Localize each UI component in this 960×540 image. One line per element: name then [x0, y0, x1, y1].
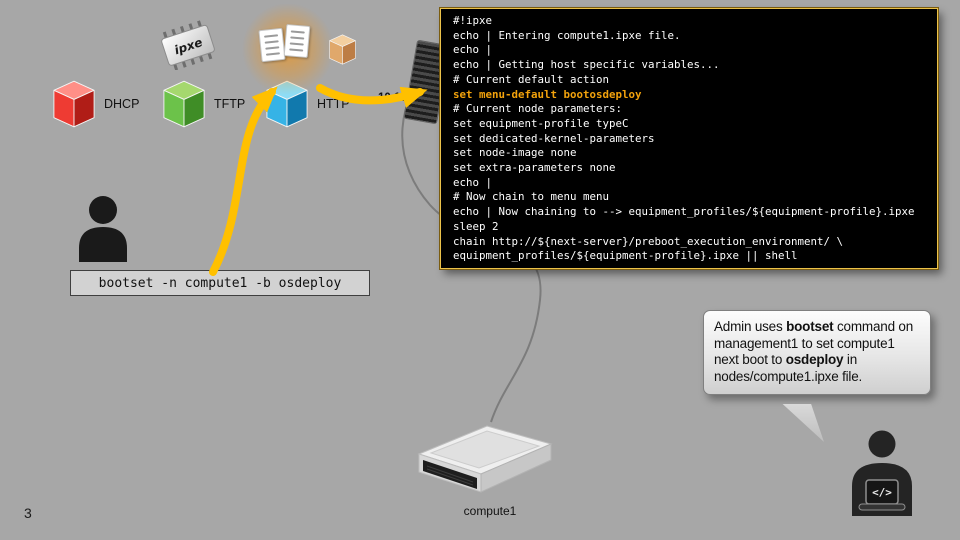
code-glyph: </>: [872, 486, 892, 499]
service-dhcp: DHCP: [53, 80, 139, 128]
page-number: 3: [24, 505, 32, 521]
service-dhcp-label: DHCP: [104, 97, 140, 111]
speech-bubble: Admin uses bootset command on management…: [703, 310, 931, 395]
admin-person-icon: [79, 196, 127, 262]
service-http-label: HTTP: [317, 97, 350, 111]
compute1-label: compute1: [463, 504, 517, 518]
speech-bubble-text: Admin uses bootset command on management…: [714, 319, 914, 385]
document-icon: [258, 27, 286, 63]
speech-bubble-tail: [782, 404, 824, 442]
bootset-command-text: bootset -n compute1 -b osdeploy: [98, 275, 342, 291]
bootset-command-box: bootset -n compute1 -b osdeploy: [70, 270, 370, 296]
document-icon: [283, 24, 311, 58]
package-cube-icon: [329, 34, 356, 65]
compute1-server-icon: [417, 425, 553, 493]
admin-with-laptop-icon: </>: [852, 430, 912, 516]
ipxe-chip-icon: ipxe: [156, 20, 222, 75]
ipxe-files-icon: [240, 4, 336, 94]
service-tftp: TFTP: [163, 80, 245, 128]
dhcp-cube-icon: [53, 80, 95, 128]
tftp-cube-icon: [163, 80, 205, 128]
service-tftp-label: TFTP: [214, 97, 246, 111]
